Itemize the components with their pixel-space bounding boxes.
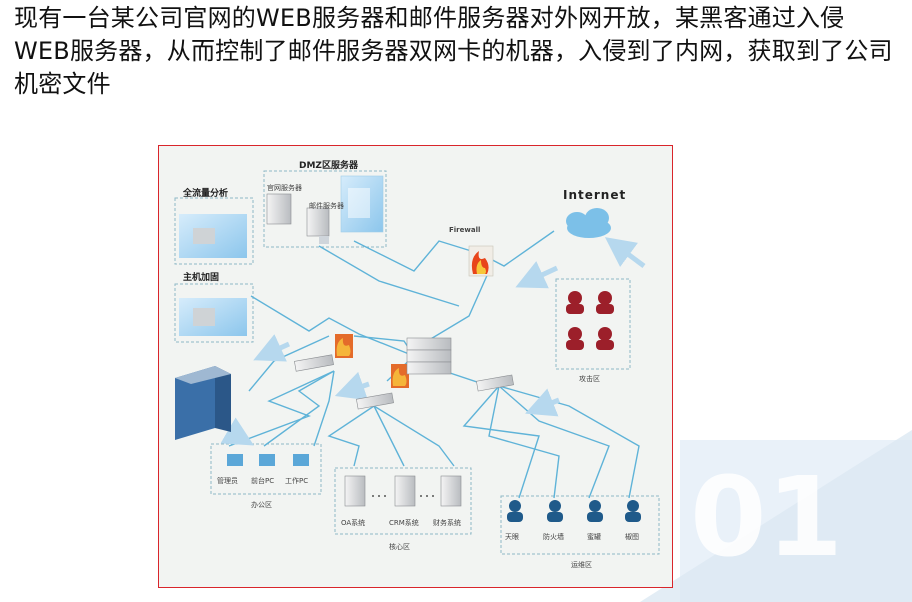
oa-server-icon (344, 475, 366, 507)
pc-icon-work (293, 454, 309, 466)
ops-zone-box (500, 495, 660, 555)
firewall-icon-1 (335, 334, 353, 358)
attack-zone-label: 攻击区 (579, 375, 600, 383)
core-system-label-finance: 财务系统 (433, 519, 461, 527)
firewall-icon-2 (391, 364, 409, 388)
ops-zone-label: 运维区 (571, 561, 592, 569)
pc-icon-admin (227, 454, 243, 466)
office-pc-label-admin: 管理员 (217, 477, 238, 485)
web-server-label: 官网服务器 (267, 184, 302, 192)
ops-staff (507, 500, 641, 522)
office-switch-icon (294, 354, 334, 372)
ops-label-tianyan: 天眼 (505, 533, 519, 541)
dmz-zone-box (263, 170, 387, 248)
attack-zone-box (555, 278, 631, 370)
hacker-icon-1 (566, 291, 584, 314)
hacker-icon-2 (596, 291, 614, 314)
internet-label: Internet (563, 188, 627, 202)
page-heading: 现有一台某公司官网的WEB服务器和邮件服务器对外网开放，某黑客通过入侵WEB服务… (14, 4, 893, 98)
host-hardening-box-icon (179, 298, 247, 336)
traffic-analysis-box-icon (179, 214, 247, 258)
firewall-icons (335, 245, 494, 388)
hacker-icon-4 (596, 327, 614, 350)
finance-server-icon (440, 475, 462, 507)
ops-icon-1 (507, 500, 523, 522)
network-diagram: DMZ区服务器 官网服务器 邮件服务器 全流量分析 主机加固 Internet … (158, 145, 673, 588)
core-switch-icon (406, 337, 452, 375)
crm-server-icon (394, 475, 416, 507)
building-icon (175, 366, 231, 440)
internet-cloud-icon (566, 208, 611, 238)
flow-arrows (220, 237, 646, 446)
ops-icon-3 (587, 500, 603, 522)
ops-icon-4 (625, 500, 641, 522)
ellipsis-dots (372, 495, 434, 497)
ops-icon-2 (547, 500, 563, 522)
core-system-label-crm: CRM系统 (389, 519, 419, 527)
core-zone-label: 核心区 (389, 543, 410, 551)
watermark-text: 01 (690, 453, 843, 581)
hacker-icon-3 (566, 327, 584, 350)
mail-server-icon (306, 207, 330, 237)
monitor-icon (319, 236, 329, 244)
diagram-graphics (174, 170, 660, 555)
core-system-label-oa: OA系统 (341, 519, 366, 527)
dmz-firewall-icon (468, 245, 494, 277)
ops-label-firewall: 防火墙 (543, 533, 564, 541)
dmz-servers (266, 175, 384, 244)
pc-icon-front (259, 454, 275, 466)
office-pcs (227, 454, 309, 466)
ops-label-honeypot: 蜜罐 (587, 533, 601, 541)
traffic-zone-box (174, 197, 254, 265)
office-zone-box (210, 443, 322, 495)
web-server-icon (266, 193, 292, 225)
mail-server-label: 邮件服务器 (309, 202, 344, 210)
office-zone-label: 办公区 (251, 501, 272, 509)
host-hardening-label: 主机加固 (183, 273, 220, 283)
switches (294, 354, 514, 410)
attackers (566, 291, 614, 350)
ops-label-jiaotu: 椒图 (625, 533, 639, 541)
firewall-label: Firewall (449, 226, 481, 234)
core-zone-switch-icon (356, 392, 394, 410)
core-servers (344, 475, 462, 507)
hardening-zone-box (174, 283, 254, 343)
core-zone-box (334, 467, 472, 535)
office-pc-label-work: 工作PC (285, 477, 309, 485)
dmz-label: DMZ区服务器 (299, 161, 358, 171)
office-pc-label-front: 前台PC (251, 477, 275, 485)
ops-switch-icon (476, 374, 514, 392)
traffic-analysis-label: 全流量分析 (183, 189, 229, 199)
